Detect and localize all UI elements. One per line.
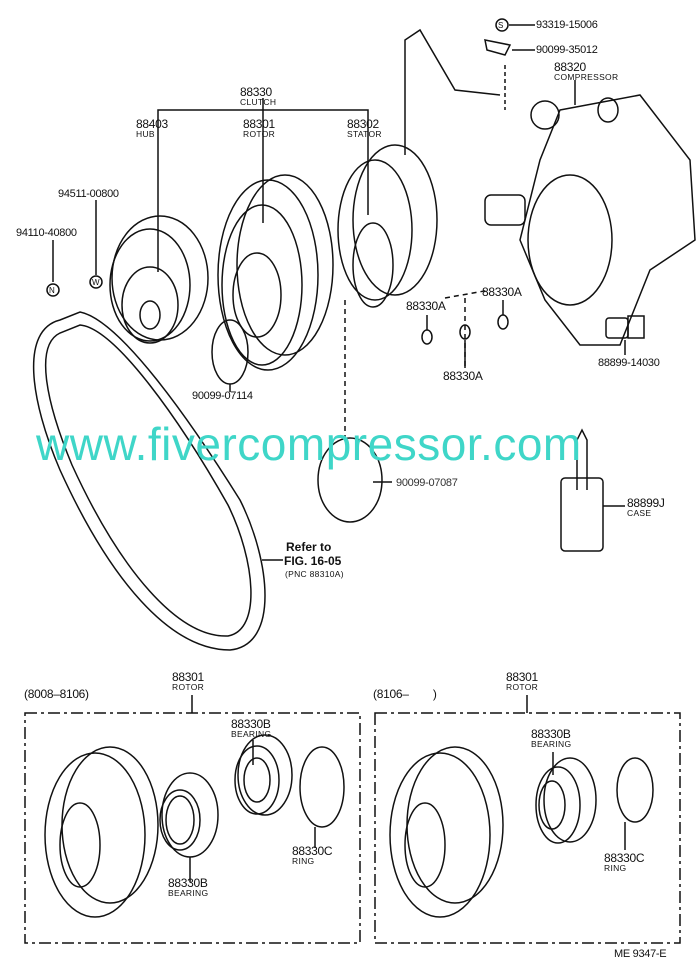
right-ring-number: 88330C: [604, 851, 645, 865]
belt-drawing: [33, 311, 266, 651]
shim-3-label: 88330A: [482, 285, 522, 299]
right-ring-drawing: [616, 757, 654, 823]
left-ring-drawing: [299, 746, 345, 828]
right-rotor-number: 88301: [506, 670, 538, 684]
screw-symbol: [495, 18, 509, 32]
right-box-border: [374, 712, 681, 944]
nut-part-number: 94110-40800: [16, 227, 77, 239]
compressor-drawing: [484, 94, 696, 346]
shim-1: [421, 329, 433, 345]
left-bearing-upper-name: BEARING: [231, 729, 272, 739]
right-rotor-drawing: [389, 746, 504, 918]
hub-name: HUB: [136, 129, 155, 139]
watermark: www.fivercompressor.com: [36, 418, 582, 470]
left-bearing-lower-number: 88330B: [168, 876, 208, 890]
right-ring-name: RING: [604, 863, 627, 873]
s-symbol-letter: S: [498, 21, 504, 30]
left-rotor-number: 88301: [172, 670, 204, 684]
left-bearing-lower-name: BEARING: [168, 888, 209, 898]
left-rotor-drawing: [44, 746, 159, 918]
left-ring-name: RING: [292, 856, 315, 866]
stator-number: 88302: [347, 117, 379, 131]
left-ring-number: 88330C: [292, 844, 333, 858]
snap-ring-part-number: 90099-07114: [192, 390, 253, 402]
screw-part-number: 93319-15006: [536, 19, 598, 31]
plug-part-number: 88899-14030: [598, 357, 660, 369]
shim-2-label: 88330A: [443, 369, 483, 383]
figure-code: ME 9347-E: [614, 948, 667, 960]
w-symbol-letter: W: [92, 278, 100, 287]
case-name: CASE: [627, 508, 652, 518]
nut-n-symbol: [46, 283, 60, 297]
right-box-period: (8106– ): [373, 687, 437, 701]
left-bearing-upper-number: 88330B: [231, 717, 271, 731]
shim-1-label: 88330A: [406, 299, 446, 313]
refer-line-1: Refer to: [286, 540, 332, 554]
right-bearing-name: BEARING: [531, 739, 572, 749]
washer-w-symbol: [89, 275, 103, 289]
left-bearing-lower-drawing: [159, 772, 219, 858]
shim-2: [459, 324, 471, 340]
hub-drawing: [109, 215, 209, 344]
washer-part-number: 94511-00800: [58, 188, 119, 200]
rotor-drawing: [217, 174, 334, 371]
shaft-dashed-line: [444, 289, 491, 370]
bracket-part-number: 90099-35012: [536, 44, 598, 56]
left-rotor-name: ROTOR: [172, 682, 205, 692]
refer-line-2: FIG. 16-05: [284, 554, 342, 568]
rotor-number: 88301: [243, 117, 275, 131]
oil-case-drawing: [560, 428, 625, 552]
clutch-leader: [157, 98, 369, 148]
compressor-number: 88320: [554, 60, 586, 74]
hub-number: 88403: [136, 117, 168, 131]
o-ring-drawing: [317, 437, 383, 523]
shim-3: [497, 314, 509, 330]
stator-name: STATOR: [347, 129, 382, 139]
refer-line-3: (PNC 88310A): [285, 569, 344, 579]
case-number: 88899J: [627, 496, 665, 510]
right-bearing-number: 88330B: [531, 727, 571, 741]
rotor-name: ROTOR: [243, 129, 276, 139]
left-bearing-upper-drawing: [234, 734, 293, 816]
snap-ring-drawing: [211, 319, 249, 385]
bracket-drawing: [484, 39, 512, 56]
o-ring-part-number: 90099-07087: [396, 477, 458, 489]
compressor-name: COMPRESSOR: [554, 72, 619, 82]
right-bearing-drawing: [535, 757, 597, 844]
left-box-period: (8008–8106): [24, 687, 89, 701]
stator-drawing: [337, 28, 501, 308]
right-rotor-name: ROTOR: [506, 682, 539, 692]
n-symbol-letter: N: [49, 286, 56, 295]
clutch-number: 88330: [240, 85, 272, 99]
clutch-name: CLUTCH: [240, 97, 277, 107]
